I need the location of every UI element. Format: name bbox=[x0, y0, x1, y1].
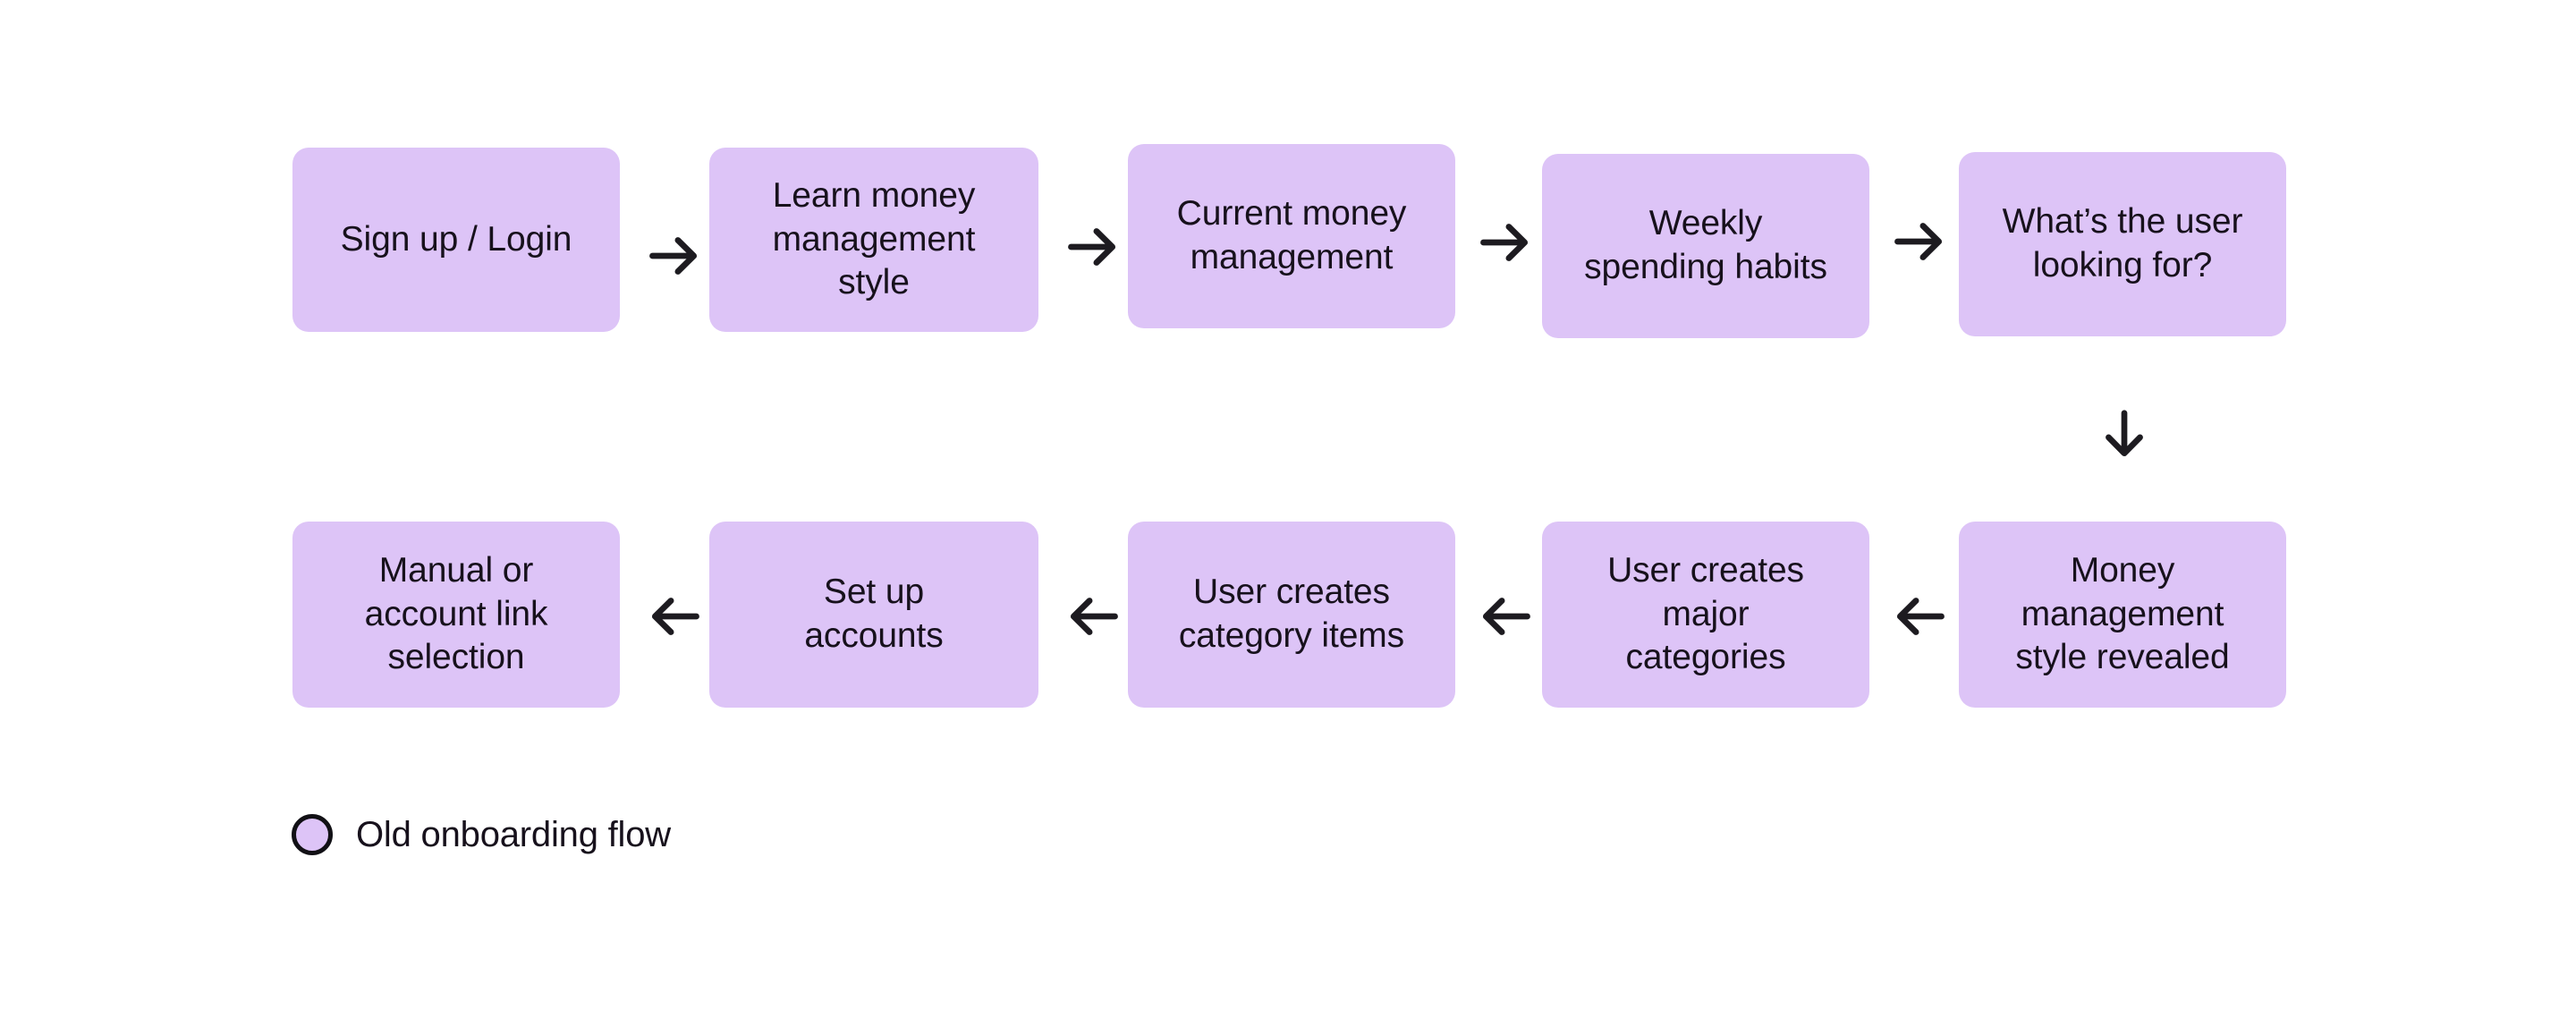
legend-swatch-circle-icon bbox=[292, 814, 333, 855]
flow-node-user-creates-category-items[interactable]: User creates category items bbox=[1128, 522, 1455, 708]
flow-node-label: Weekly spending habits bbox=[1584, 204, 1827, 286]
flow-node-label: Manual or account link selection bbox=[364, 550, 548, 677]
arrow-left-icon-1 bbox=[640, 582, 708, 650]
flow-node-label: Learn money management style bbox=[772, 175, 976, 302]
flow-node-current-money-management[interactable]: Current money management bbox=[1128, 144, 1455, 328]
flow-node-label: Money management style revealed bbox=[2015, 550, 2230, 677]
arrow-down-icon bbox=[2090, 400, 2158, 468]
flow-node-label: Current money management bbox=[1176, 194, 1407, 276]
flow-node-learn-money-style[interactable]: Learn money management style bbox=[709, 148, 1038, 332]
arrow-left-icon-4 bbox=[1885, 582, 1953, 650]
flow-node-set-up-accounts[interactable]: Set up accounts bbox=[709, 522, 1038, 708]
flow-node-label: User creates major categories bbox=[1607, 550, 1804, 677]
flow-node-label: What’s the user looking for? bbox=[2002, 202, 2243, 284]
legend-label: Old onboarding flow bbox=[356, 815, 671, 854]
legend: Old onboarding flow bbox=[292, 814, 671, 855]
arrow-left-icon-3 bbox=[1471, 582, 1539, 650]
flow-node-weekly-spending-habits[interactable]: Weekly spending habits bbox=[1542, 154, 1869, 338]
arrow-right-icon-3 bbox=[1471, 208, 1539, 276]
flow-node-label: Sign up / Login bbox=[340, 219, 572, 259]
flow-node-sign-up-login[interactable]: Sign up / Login bbox=[292, 148, 620, 332]
arrow-right-icon-1 bbox=[640, 222, 708, 290]
flow-node-user-creates-major-categories[interactable]: User creates major categories bbox=[1542, 522, 1869, 708]
arrow-right-icon-4 bbox=[1885, 208, 1953, 276]
flow-node-label: Set up accounts bbox=[804, 573, 944, 655]
flow-node-label: User creates category items bbox=[1178, 573, 1405, 655]
arrow-left-icon-2 bbox=[1059, 582, 1127, 650]
flow-node-manual-or-account-link-selection[interactable]: Manual or account link selection bbox=[292, 522, 620, 708]
flow-node-what-is-user-looking-for[interactable]: What’s the user looking for? bbox=[1959, 152, 2286, 336]
arrow-right-icon-2 bbox=[1059, 213, 1127, 281]
flow-node-money-management-style-revealed[interactable]: Money management style revealed bbox=[1959, 522, 2286, 708]
